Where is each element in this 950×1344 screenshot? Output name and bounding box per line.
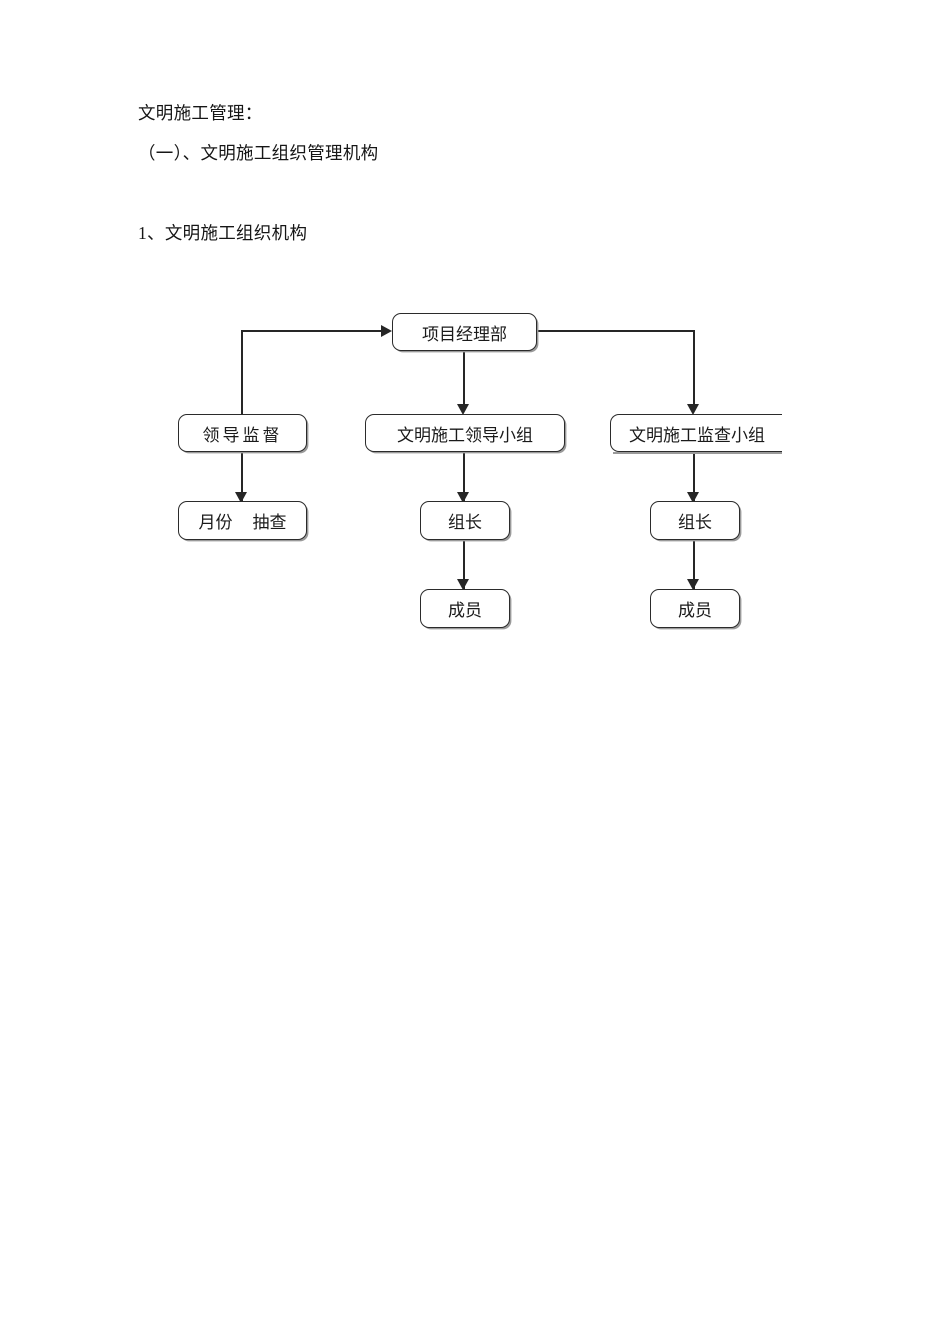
edge-leader-to-member-center-arrowhead: [457, 579, 469, 590]
edge-leader-to-member-right-line: [693, 540, 695, 590]
node-monthly-spot-check-part1: 月份: [198, 513, 233, 532]
edge-leadership-to-project-arrowhead: [381, 325, 392, 337]
node-leadership-supervision[interactable]: 领导监督: [178, 414, 307, 452]
node-monthly-spot-check-part2: 抽查: [252, 513, 287, 532]
edge-inspection-group-to-leader-line: [693, 452, 695, 502]
edge-leader-to-member-center-line: [463, 540, 465, 590]
node-civilized-leading-group[interactable]: 文明施工领导小组: [365, 414, 565, 452]
document-text-block: 文明施工管理： （一）、文明施工组织管理机构 1、文明施工组织机构: [138, 103, 838, 243]
edge-leadership-to-spotcheck-arrowhead: [235, 492, 247, 503]
edge-leadership-to-spotcheck-line: [241, 452, 243, 502]
node-monthly-spot-check[interactable]: 月份 抽查: [178, 501, 307, 540]
edge-project-to-inspection-horizontal: [536, 330, 695, 332]
node-group-leader-right[interactable]: 组长: [650, 501, 740, 540]
edge-leadership-to-project-horizontal: [241, 330, 387, 332]
edge-project-to-inspection-arrowhead: [687, 404, 699, 415]
node-member-right[interactable]: 成员: [650, 589, 740, 628]
node-member-center[interactable]: 成员: [420, 589, 510, 628]
edge-leading-group-to-leader-arrowhead: [457, 492, 469, 503]
heading-civilized-construction-management: 文明施工管理：: [138, 103, 263, 123]
edge-project-to-inspection-vertical: [693, 330, 695, 409]
edge-inspection-group-to-leader-arrowhead: [687, 492, 699, 503]
edge-project-to-leading-group-line: [463, 350, 465, 410]
edge-leading-group-to-leader-line: [463, 452, 465, 502]
node-civilized-inspection-group[interactable]: 文明施工监查小组: [610, 414, 782, 454]
heading-section-one: （一）、文明施工组织管理机构: [138, 142, 379, 163]
edge-leader-to-member-right-arrowhead: [687, 579, 699, 590]
edge-leadership-to-project-vertical: [241, 330, 243, 416]
node-project-manager-dept[interactable]: 项目经理部: [392, 313, 537, 351]
edge-project-to-leading-group-arrowhead: [457, 404, 469, 415]
heading-item-one: 1、文明施工组织机构: [138, 223, 308, 243]
node-group-leader-center[interactable]: 组长: [420, 501, 510, 540]
